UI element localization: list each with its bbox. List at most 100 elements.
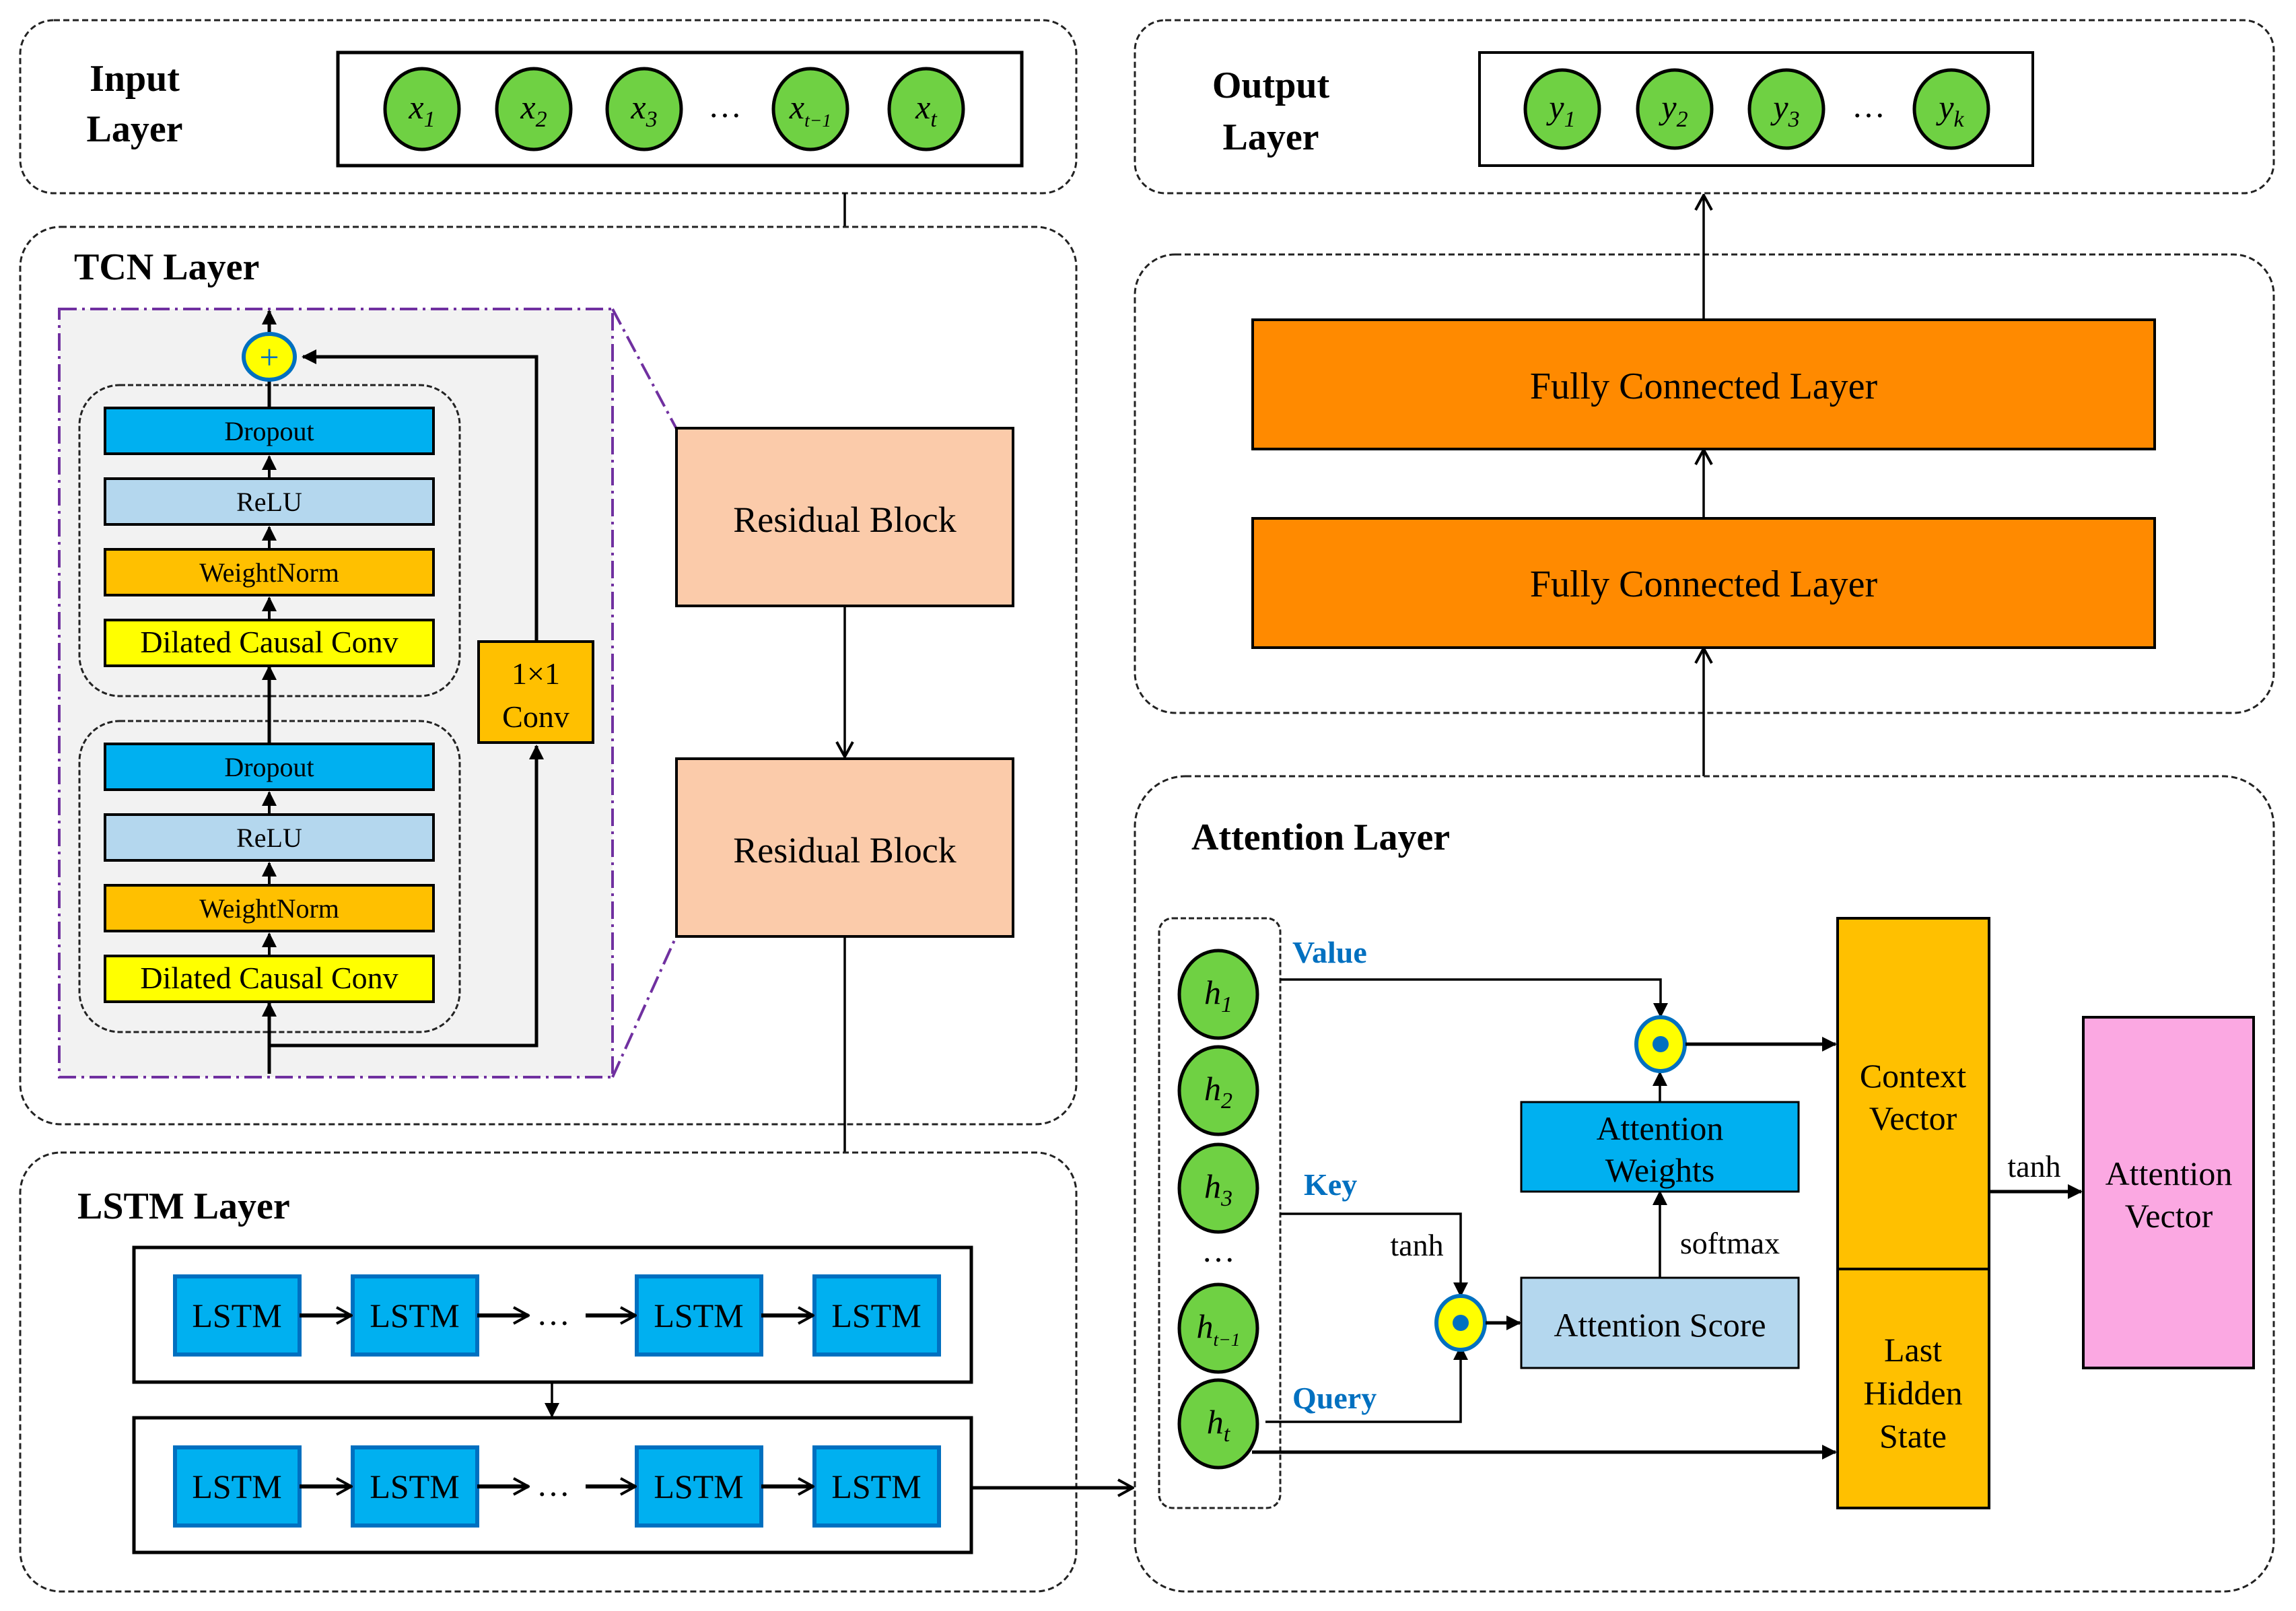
output-layer-title-line1: Output: [1212, 65, 1330, 106]
residual-block-2-label: Residual Block: [733, 830, 956, 870]
hidden-state-h2-label: h2: [1204, 1070, 1232, 1113]
value-arrow: [1280, 978, 1668, 1018]
attention-layer-title: Attention Layer: [1191, 817, 1450, 858]
lstm-cell-label: LSTM: [370, 1297, 459, 1334]
key-arrow: [1280, 1212, 1468, 1297]
upper-dilated-causal-conv-label: Dilated Causal Conv: [140, 625, 398, 659]
attention-vector-label-line1: Attention: [2106, 1155, 2233, 1192]
input-node-x1-circle: [383, 67, 461, 151]
lstm-cell-label: LSTM: [831, 1297, 921, 1334]
output-node-y1-circle: [1523, 68, 1601, 150]
input-node-x5-label: xt−1: [789, 88, 831, 131]
lstm-ellipsis: …: [536, 1466, 570, 1503]
output-node-y3: y3: [1747, 68, 1825, 150]
lstm-cell-label: LSTM: [192, 1468, 281, 1505]
hidden-state-h2-circle: [1177, 1045, 1259, 1136]
output-nodes: y1 y2 y3 … yk: [1523, 68, 1990, 150]
value-label: Value: [1292, 935, 1367, 969]
ellipsis: …: [1202, 1231, 1235, 1269]
output-node-y1-label: y1: [1545, 88, 1575, 132]
lower-dropout-label: Dropout: [224, 752, 314, 782]
lstm-cell: [812, 1274, 941, 1357]
input-layer-title-line1: Input: [90, 58, 180, 100]
hidden-state-h5-label: ht−1: [1197, 1307, 1241, 1350]
lstm-cell-label: LSTM: [370, 1468, 459, 1505]
attention-weights-label-line2: Weights: [1605, 1151, 1715, 1189]
upper-dropout-box: [104, 407, 435, 455]
output-layer-title-line2: Layer: [1222, 116, 1319, 158]
context-vector-label-line2: Vector: [1869, 1099, 1957, 1137]
query-label: Query: [1292, 1381, 1377, 1415]
fc-layer-1-label: Fully Connected Layer: [1530, 563, 1878, 605]
input-node-x3: x3: [605, 67, 683, 151]
tcn-layer-title: TCN Layer: [74, 246, 259, 288]
lower-relu-label: ReLU: [236, 823, 302, 853]
output-node-y5: yk: [1912, 68, 1990, 150]
hidden-state-h5-circle: [1177, 1282, 1259, 1374]
hidden-state-h6: ht: [1177, 1378, 1259, 1470]
lstm-layer-title: LSTM Layer: [77, 1186, 290, 1227]
output-node-y3-label: y3: [1770, 88, 1799, 132]
hidden-state-h1-label: h1: [1204, 973, 1232, 1017]
upper-weightnorm-label: WeightNorm: [199, 557, 339, 588]
last-hidden-state-box: [1836, 1268, 1990, 1509]
upper-dropout-label: Dropout: [224, 416, 314, 446]
input-node-x3-circle: [605, 67, 683, 151]
lstm-cell: [812, 1445, 941, 1528]
fc-panel: Fully Connected Layer Fully Connected La…: [1134, 195, 2275, 714]
skip-1x1-conv-box: [477, 640, 594, 744]
lstm-cell: [635, 1445, 763, 1528]
context-vector-label-line1: Context: [1860, 1057, 1966, 1095]
hidden-state-h3-label: h3: [1204, 1167, 1232, 1211]
lstm-cell-label: LSTM: [654, 1468, 743, 1505]
lstm-cell: [173, 1274, 302, 1357]
hidden-states: h1 h2 h3 … ht−1 ht: [1177, 949, 1259, 1470]
residual-block-1-label: Residual Block: [733, 500, 956, 540]
lstm-cell-label: LSTM: [192, 1297, 281, 1334]
input-node-x6-label: xt: [915, 88, 938, 132]
ellipsis: …: [1852, 87, 1885, 125]
lower-dropout-box: [104, 743, 435, 791]
upper-relu-box: [104, 477, 435, 526]
fc-layer-2-label: Fully Connected Layer: [1530, 366, 1878, 407]
lower-dilated-causal-conv-label: Dilated Causal Conv: [140, 961, 398, 995]
upper-dilated-causal-conv-box: [104, 619, 435, 667]
last-hidden-label-line2: Hidden: [1863, 1374, 1962, 1412]
lstm-cell-label: LSTM: [831, 1468, 921, 1505]
zoom-connector-top: [611, 308, 678, 430]
sum-plus-icon: +: [259, 339, 279, 377]
last-hidden-label-line3: State: [1879, 1417, 1947, 1455]
query-arrow: [1265, 1345, 1468, 1423]
output-node-y5-label: yk: [1935, 88, 1964, 132]
attention-weights-label-line1: Attention: [1597, 1109, 1724, 1147]
input-node-x5: xt−1: [771, 67, 849, 151]
last-hidden-label-line1: Last: [1884, 1331, 1942, 1369]
output-node-y2: y2: [1636, 68, 1714, 150]
input-node-x3-label: x3: [630, 88, 657, 132]
input-node-x2-circle: [495, 67, 573, 151]
residual-block-2: [675, 757, 1014, 938]
dot-product-icon: [1653, 1036, 1669, 1052]
ellipsis: …: [708, 87, 742, 125]
output-node-y2-circle: [1636, 68, 1714, 150]
output-tanh-label: tanh: [2007, 1149, 2060, 1184]
lstm-cell: [173, 1445, 302, 1528]
output-node-y1: y1: [1523, 68, 1601, 150]
lstm-cell-label: LSTM: [654, 1297, 743, 1334]
output-node-y2-label: y2: [1658, 88, 1688, 132]
output-node-y3-circle: [1747, 68, 1825, 150]
input-layer-title-line2: Layer: [86, 108, 182, 150]
upper-relu-label: ReLU: [236, 487, 302, 517]
hidden-state-h2: h2: [1177, 1045, 1259, 1136]
hidden-state-h6-label: ht: [1207, 1403, 1231, 1447]
hidden-state-h5: ht−1: [1177, 1282, 1259, 1374]
hidden-state-h3: h3: [1177, 1142, 1259, 1234]
hidden-state-h1: h1: [1177, 949, 1259, 1040]
